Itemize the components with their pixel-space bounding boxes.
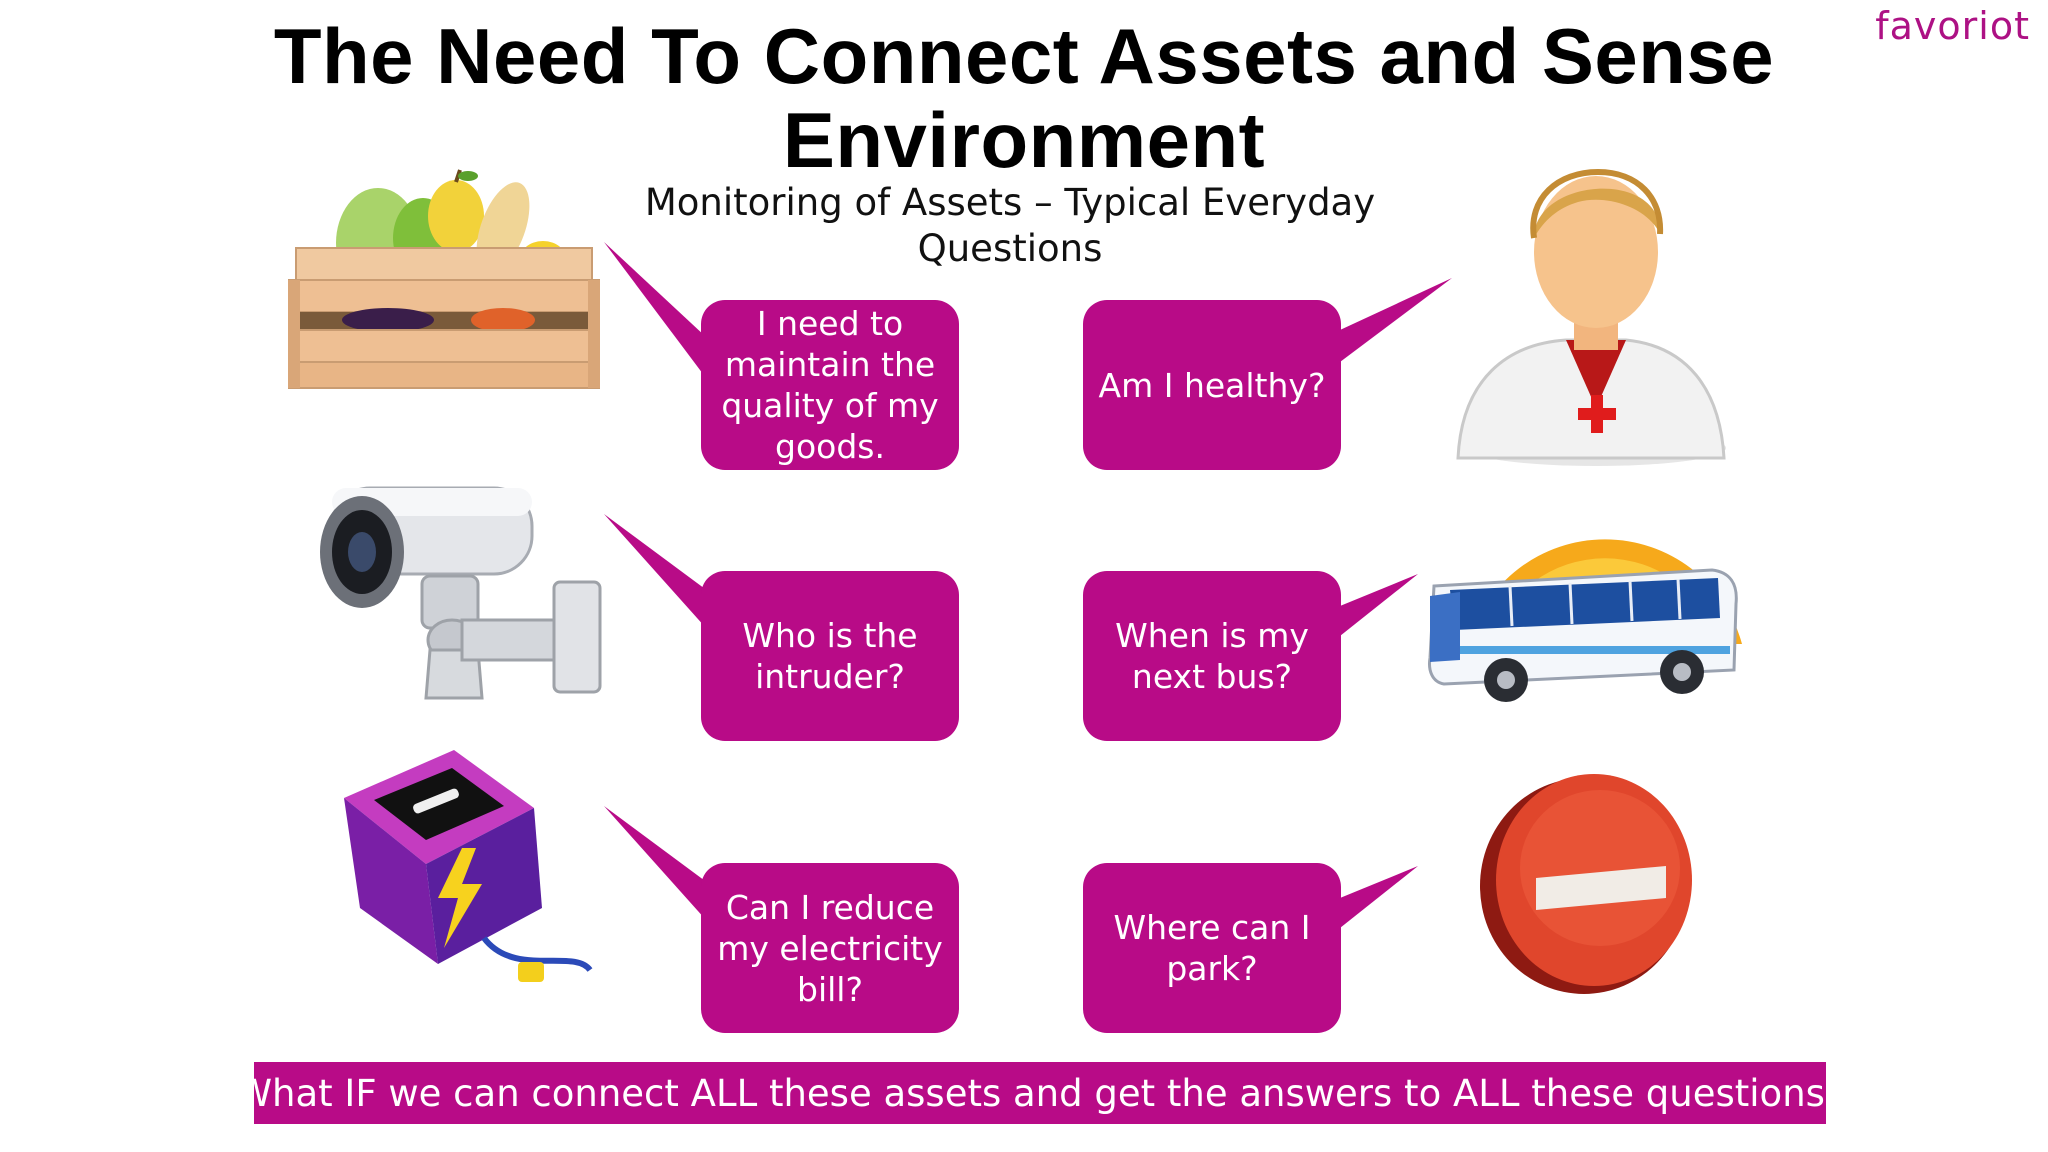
slide-title: The Need To Connect Assets and Sense Env…	[273, 12, 1775, 184]
bus-sunrise-icon	[1428, 539, 1742, 702]
fruit-crate-icon	[288, 169, 600, 389]
favoriot-logo: favoriot	[1875, 4, 2030, 48]
no-entry-icon	[1480, 774, 1692, 994]
bubble-electricity: Can I reduce my electricity bill?	[701, 863, 959, 1033]
bubble-tail-bus	[1340, 574, 1418, 636]
bubble-healthy: Am I healthy?	[1083, 300, 1341, 470]
bubble-tail-goods	[604, 242, 720, 378]
bubble-park: Where can I park?	[1083, 863, 1341, 1033]
bubble-goods: I need to maintain the quality of my goo…	[701, 300, 959, 470]
bubble-intruder: Who is the intruder?	[701, 571, 959, 741]
smart-plug-icon	[344, 750, 593, 982]
bubble-bus: When is my next bus?	[1083, 571, 1341, 741]
slide-subtitle: Monitoring of Assets – Typical Everyday …	[644, 181, 1376, 270]
security-camera-icon	[320, 486, 602, 700]
doctor-icon	[1456, 168, 1726, 466]
bubble-tail-intruder	[604, 514, 720, 628]
call-to-action-banner: What IF we can connect ALL these assets …	[235, 1062, 1845, 1124]
bubble-tail-healthy	[1340, 278, 1452, 362]
bubble-tail-park	[1340, 866, 1418, 928]
bubble-tail-electricity	[604, 806, 720, 920]
